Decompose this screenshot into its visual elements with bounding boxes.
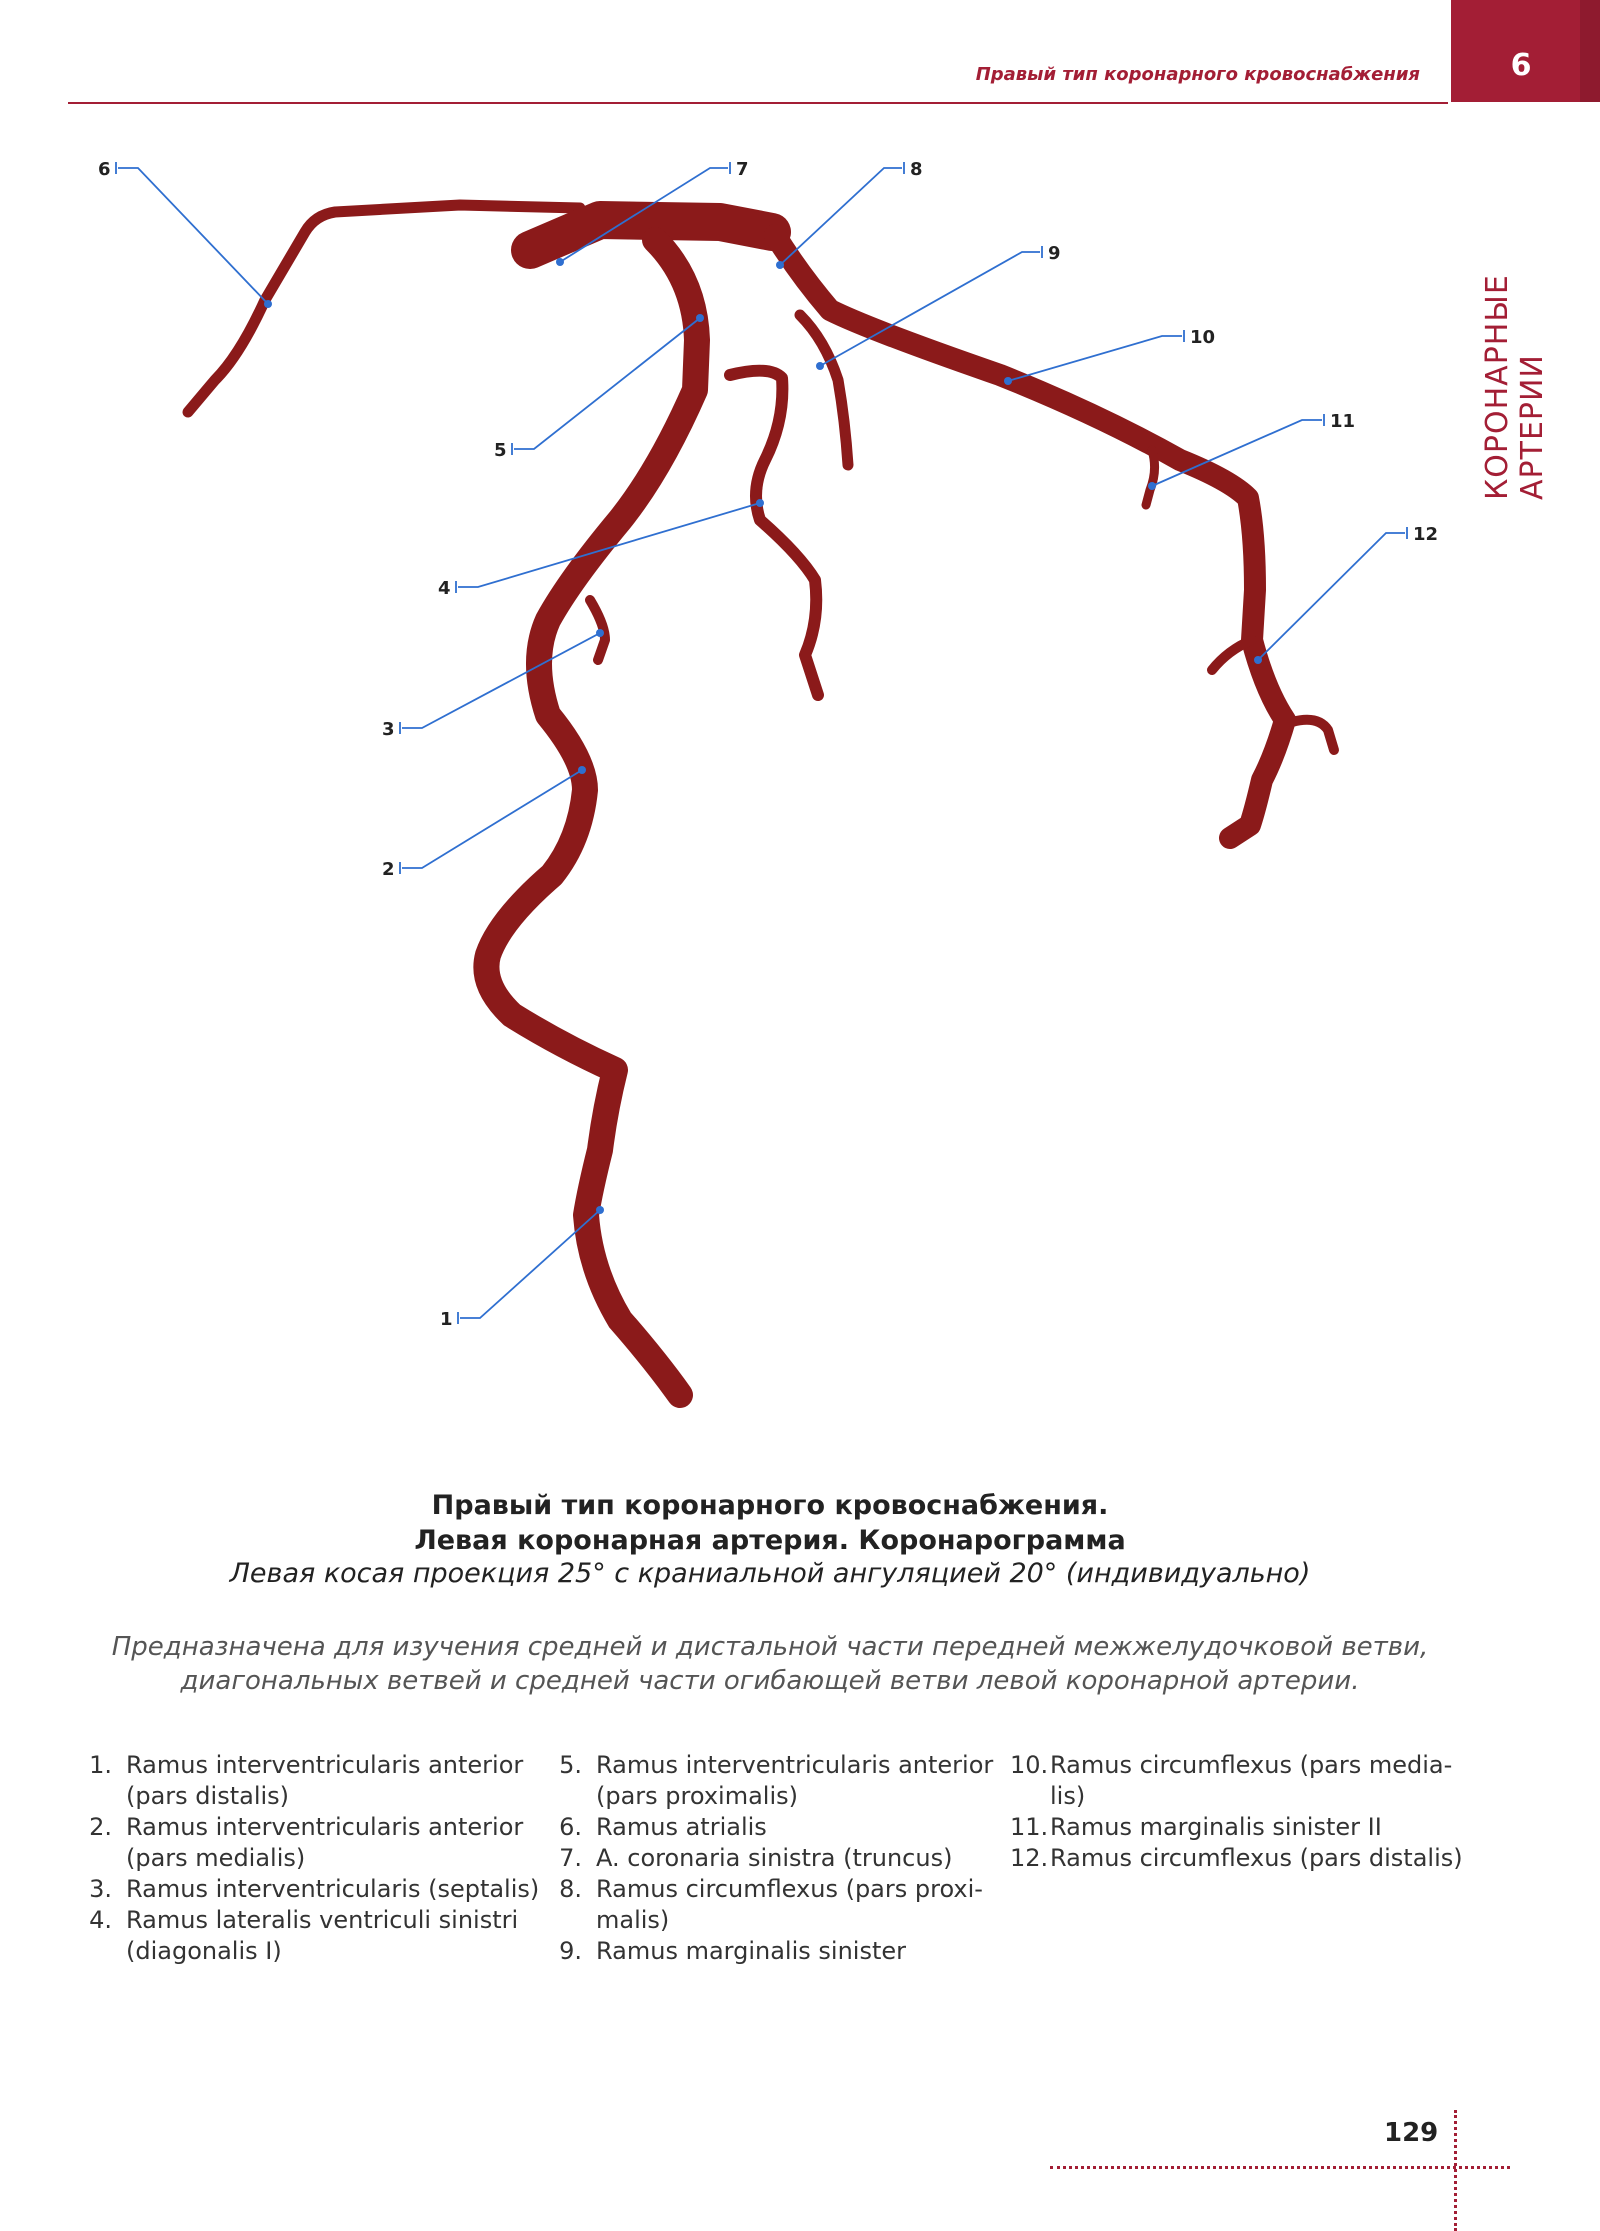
leader-dots	[264, 258, 1262, 1214]
legend-number: 3.	[89, 1875, 112, 1903]
vessel-distal-branch-a	[1207, 635, 1257, 675]
callout-8: 8	[910, 159, 923, 180]
callout-10: 10	[1190, 327, 1215, 348]
chapter-number: 6	[1510, 48, 1532, 83]
legend-number: 5.	[559, 1751, 582, 1779]
legend-item: 6. Ramus atrialis	[556, 1812, 1006, 1843]
legend-item: 8. Ramus circumflexus (pars proxi-malis)	[556, 1874, 1006, 1936]
vessel-marginal-2	[1141, 445, 1160, 510]
leader-2	[402, 769, 583, 869]
vessel-marginal-1	[794, 309, 854, 471]
vessel-left-main-trunk	[511, 201, 791, 269]
callout-5: 5	[494, 440, 507, 461]
leader-6	[118, 167, 269, 305]
legend-item: 12.Ramus circumflexus (pars distalis)	[1010, 1843, 1470, 1874]
callout-numbers: 1 2 3 4 5 6 7 8 9 10 11 12	[98, 159, 1438, 1330]
vessel-distal-branch-b	[1287, 714, 1339, 755]
callout-7: 7	[736, 159, 749, 180]
coronary-angiogram-diagram: 1 2 3 4 5 6 7 8 9 10 11 12	[98, 159, 1438, 1408]
legend-item: 7. A. coronaria sinistra (truncus)	[556, 1843, 1006, 1874]
leader-3	[402, 632, 601, 729]
legend-text: Ramus interventricularis anterior (pars …	[596, 1751, 994, 1810]
legend-item: 1. Ramus interventricularis anterior (par…	[86, 1750, 556, 1812]
legend-item: 11.Ramus marginalis sinister II	[1010, 1812, 1470, 1843]
callout-4: 4	[438, 578, 451, 599]
footer-dotted-rule	[1050, 2166, 1510, 2169]
legend-item: 4. Ramus lateralis ventriculi sinistri (d…	[86, 1905, 556, 1967]
leader-lines	[118, 167, 1405, 1319]
leader-end-ticks	[115, 162, 1408, 1324]
legend-item: 5. Ramus interventricularis anterior (par…	[556, 1750, 1006, 1812]
leader-10	[1007, 335, 1182, 382]
leader-7	[559, 167, 728, 263]
figure-description: Предназначена для изучения средней и дис…	[0, 1630, 1540, 1698]
leader-5	[514, 317, 701, 450]
legend-number: 6.	[559, 1813, 582, 1841]
coronary-vessels	[182, 199, 1339, 1408]
leader-4	[458, 502, 761, 588]
callout-1: 1	[440, 1309, 453, 1330]
leader-9	[819, 251, 1040, 367]
legend-column-3: 10.Ramus circumflexus (pars media-lis) 1…	[1010, 1750, 1470, 1874]
leader-12	[1257, 532, 1405, 661]
vessel-circumflex	[764, 224, 1296, 849]
legend-item: 9. Ramus marginalis sinister	[556, 1936, 1006, 1967]
legend-text: Ramus lateralis ventriculi sinistri (dia…	[126, 1906, 519, 1965]
legend-text: Ramus interventricularis anterior (pars …	[126, 1813, 524, 1872]
legend-text: Ramus circumflexus (pars distalis)	[1050, 1844, 1463, 1872]
callout-12: 12	[1413, 524, 1438, 545]
legend-text: Ramus interventricularis anterior (pars …	[126, 1751, 524, 1810]
legend-number: 9.	[559, 1937, 582, 1965]
figure-title: Правый тип коронарного кровоснабжения. Л…	[0, 1488, 1540, 1558]
callout-2: 2	[382, 859, 395, 880]
legend-text: Ramus interventricularis (septalis)	[126, 1875, 540, 1903]
legend-item: 2. Ramus interventricularis anterior (par…	[86, 1812, 556, 1874]
legend-item: 3. Ramus interventricularis (septalis)	[86, 1874, 556, 1905]
vessel-lad	[473, 227, 710, 1408]
figure-description-line1: Предназначена для изучения средней и дис…	[111, 1632, 1429, 1662]
chapter-tab	[1451, 0, 1600, 102]
legend-text: Ramus atrialis	[596, 1813, 767, 1841]
page-number: 129	[1384, 2118, 1439, 2148]
legend-text: Ramus circumflexus (pars proxi-malis)	[596, 1875, 983, 1934]
vessel-septal	[585, 595, 610, 665]
running-title: Правый тип коронарного кровоснабжения	[975, 64, 1420, 85]
legend-text: Ramus circumflexus (pars media-lis)	[1050, 1751, 1453, 1810]
callout-6: 6	[98, 159, 111, 180]
chapter-tab-stripe	[1580, 0, 1600, 102]
legend-column-1: 1. Ramus interventricularis anterior (par…	[86, 1750, 556, 1967]
callout-9: 9	[1048, 243, 1061, 264]
figure-title-line1: Правый тип коронарного кровоснабжения.	[431, 1490, 1109, 1521]
legend-number: 12.	[1010, 1844, 1049, 1872]
legend-number: 4.	[89, 1906, 112, 1934]
legend-item: 10.Ramus circumflexus (pars media-lis)	[1010, 1750, 1470, 1812]
legend-text: Ramus marginalis sinister II	[1050, 1813, 1382, 1841]
legend-text: Ramus marginalis sinister	[596, 1937, 906, 1965]
legend-number: 2.	[89, 1813, 112, 1841]
legend-column-2: 5. Ramus interventricularis anterior (par…	[556, 1750, 1006, 1967]
callout-11: 11	[1330, 411, 1355, 432]
legend-number: 11.	[1010, 1813, 1049, 1841]
header-rule	[68, 102, 1448, 104]
legend-number: 10.	[1010, 1751, 1049, 1779]
callout-3: 3	[382, 719, 395, 740]
legend-number: 1.	[89, 1751, 112, 1779]
leader-11	[1151, 419, 1322, 487]
figure-description-line2: диагональных ветвей и средней части огиб…	[180, 1666, 1360, 1696]
legend-number: 7.	[559, 1844, 582, 1872]
leader-8	[779, 167, 902, 266]
vessel-diagonal	[724, 364, 824, 701]
legend-text: A. coronaria sinistra (truncus)	[596, 1844, 953, 1872]
footer-dotted-rule-vertical	[1454, 2110, 1457, 2231]
legend-number: 8.	[559, 1875, 582, 1903]
figure-title-line2: Левая коронарная артерия. Коронарограмма	[414, 1525, 1126, 1556]
figure-subtitle: Левая косая проекция 25° с краниальной а…	[229, 1558, 1311, 1589]
leader-1	[460, 1209, 601, 1319]
